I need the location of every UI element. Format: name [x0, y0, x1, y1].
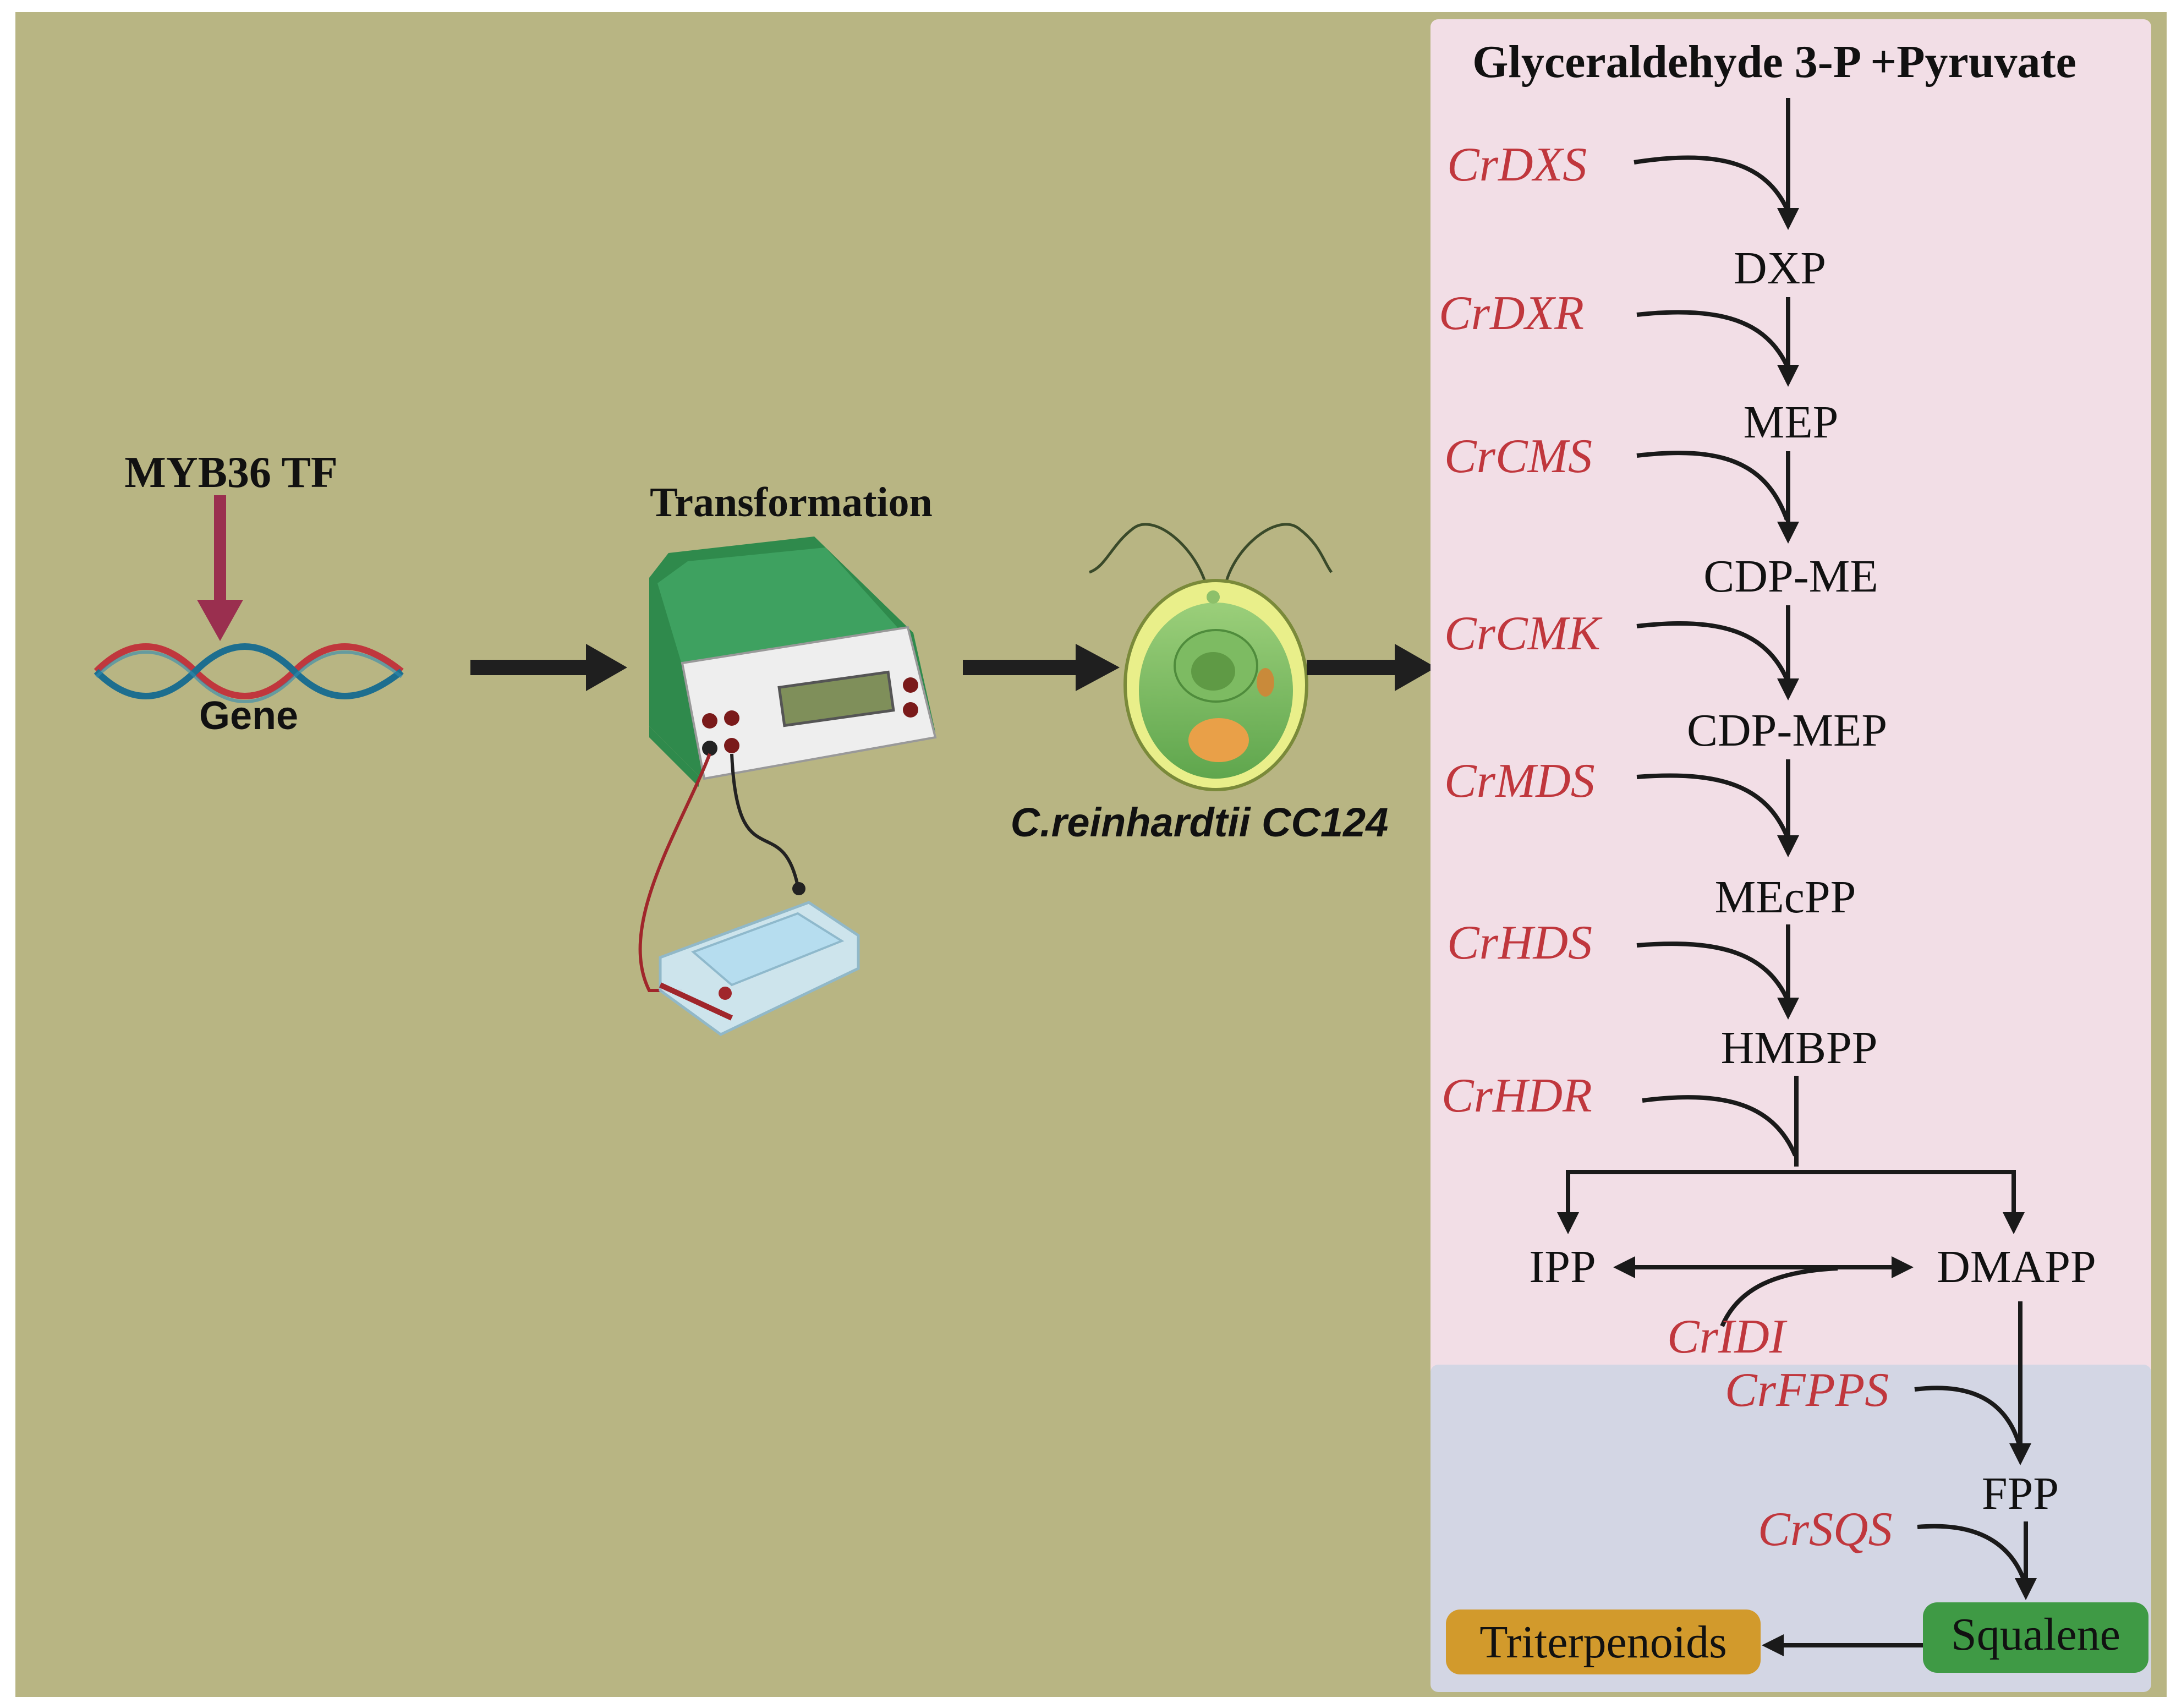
enzyme-crhdr: CrHDR [1441, 1069, 1592, 1123]
transformation-label: Transformation [650, 479, 933, 525]
tf-label: MYB36 TF [124, 448, 337, 497]
enzyme-curve-2 [1636, 310, 1789, 367]
pathway-start-label: Glyceraldehyde 3-P +Pyruvate [1472, 36, 2076, 87]
gene-label: Gene [199, 694, 298, 738]
workflow-arrow-2 [963, 644, 1120, 691]
enzyme-curve-6 [1636, 941, 1789, 1000]
metabolite-dxp: DXP [1734, 243, 1826, 294]
enzyme-cridi: CrIDI [1667, 1310, 1788, 1364]
enzyme-crcmk: CrCMK [1444, 607, 1603, 660]
metabolite-cdp-me: CDP-ME [1703, 551, 1878, 602]
enzyme-curve-7 [1642, 1095, 1797, 1157]
triterpenoids-label: Triterpenoids [1479, 1617, 1727, 1668]
electroporator-icon [649, 537, 937, 787]
enzyme-crfpps: CrFPPS [1725, 1364, 1889, 1417]
enzyme-curve-3 [1636, 451, 1789, 521]
metabolite-dmapp: DMAPP [1937, 1241, 2096, 1293]
squalene-box [1923, 1602, 2148, 1673]
metabolite-hmbpp: HMBPP [1721, 1022, 1878, 1074]
gel-box-icon [638, 753, 860, 1036]
organism-label: C.reinhardtii CC124 [1011, 800, 1389, 845]
enzyme-curve-4 [1636, 621, 1789, 681]
tf-group: MYB36 TF [124, 448, 338, 641]
squalene-label: Squalene [1951, 1609, 2120, 1660]
enzyme-crdxs: CrDXS [1447, 138, 1587, 191]
metabolite-mecpp: MEcPP [1715, 872, 1856, 923]
metabolite-ipp: IPP [1529, 1241, 1596, 1293]
metabolite-cdp-mep: CDP-MEP [1687, 705, 1887, 756]
fpps-curve [1914, 1386, 2021, 1446]
enzyme-crcms: CrCMS [1444, 430, 1592, 483]
idi-curve [1720, 1266, 1838, 1327]
enzyme-curve-1 [1634, 155, 1789, 210]
metabolite-fpp: FPP [1982, 1468, 2059, 1519]
enzyme-crdxr: CrDXR [1439, 287, 1584, 340]
enzyme-curve-5 [1636, 773, 1789, 837]
sqs-curve [1917, 1524, 2026, 1580]
enzyme-crmds: CrMDS [1444, 754, 1595, 808]
triterpenoids-box [1446, 1610, 1761, 1674]
chlamydomonas-cell-icon [1089, 523, 1333, 791]
enzyme-crhds: CrHDS [1447, 916, 1592, 970]
workflow-arrow-1 [470, 644, 627, 691]
workflow-arrow-3 [1307, 644, 1436, 691]
mep-pathway-panel [1430, 19, 2151, 1378]
metabolite-mep: MEP [1744, 397, 1839, 448]
gene-dna-icon [94, 643, 404, 703]
enzyme-crsqs: CrSQS [1758, 1503, 1893, 1556]
tf-arrow-head [197, 600, 243, 641]
